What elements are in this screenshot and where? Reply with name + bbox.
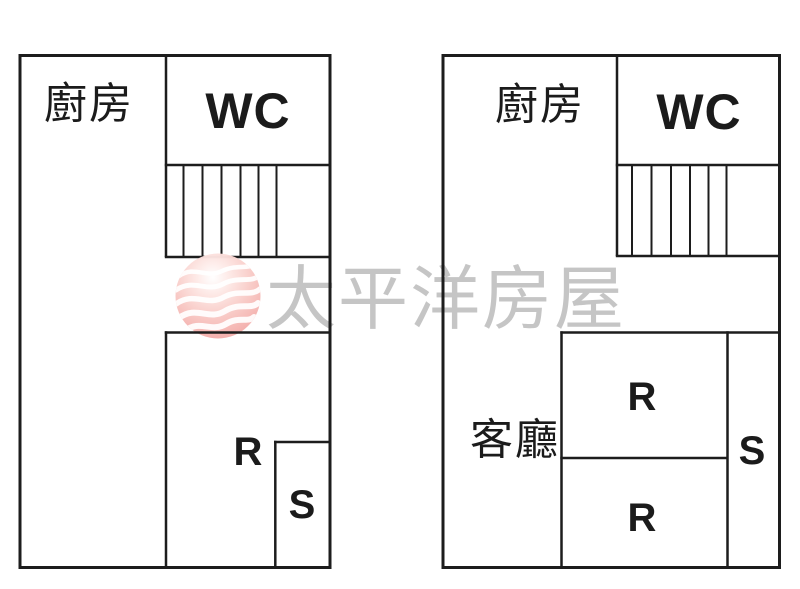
right-living-room-label: 客廳 (470, 416, 560, 465)
right-floor-plan (441, 54, 781, 569)
left-storage-label: S (288, 483, 316, 527)
pacific-wave-sphere-logo (175, 253, 261, 339)
right-wc-label: WC (656, 84, 742, 140)
right-kitchen-label: 廚房 (495, 81, 585, 130)
left-staircase (182, 166, 278, 256)
left-kitchen-label: 廚房 (44, 80, 134, 129)
left-outer-wall (18, 54, 332, 569)
right-storage-label: S (738, 429, 766, 473)
right-room-upper-label: R (627, 375, 657, 419)
logo-waves (175, 260, 261, 334)
right-room-lower-label: R (627, 496, 657, 540)
left-room-label: R (233, 430, 263, 474)
right-outer-wall (441, 54, 781, 569)
brand-watermark-text: 太平洋房屋 (266, 262, 626, 339)
left-wc-label: WC (205, 83, 291, 139)
right-staircase (631, 166, 728, 255)
left-floor-plan (18, 54, 332, 569)
